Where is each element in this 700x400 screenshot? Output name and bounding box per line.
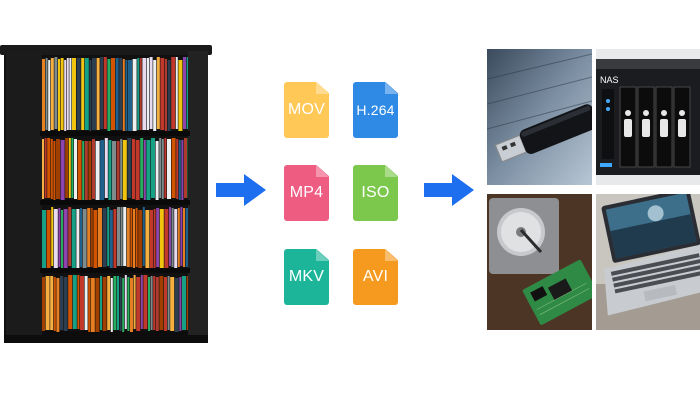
h264-file-icon: H.264 xyxy=(353,82,398,138)
avi-file-icon: AVI xyxy=(353,249,398,305)
laptop-image xyxy=(596,194,700,330)
dvd-shelf-image xyxy=(0,45,212,345)
nas-device-image: NAS xyxy=(596,49,700,185)
hard-drive-image xyxy=(487,194,592,330)
arrow-right-icon xyxy=(216,174,266,206)
mkv-file-icon: MKV xyxy=(284,249,329,305)
arrow-right-icon xyxy=(424,174,474,206)
iso-file-icon: ISO xyxy=(353,165,398,221)
mp4-file-icon: MP4 xyxy=(284,165,329,221)
nas-label: NAS xyxy=(600,75,619,85)
usb-drive-image xyxy=(487,49,592,185)
mov-file-icon: MOV xyxy=(284,82,329,138)
